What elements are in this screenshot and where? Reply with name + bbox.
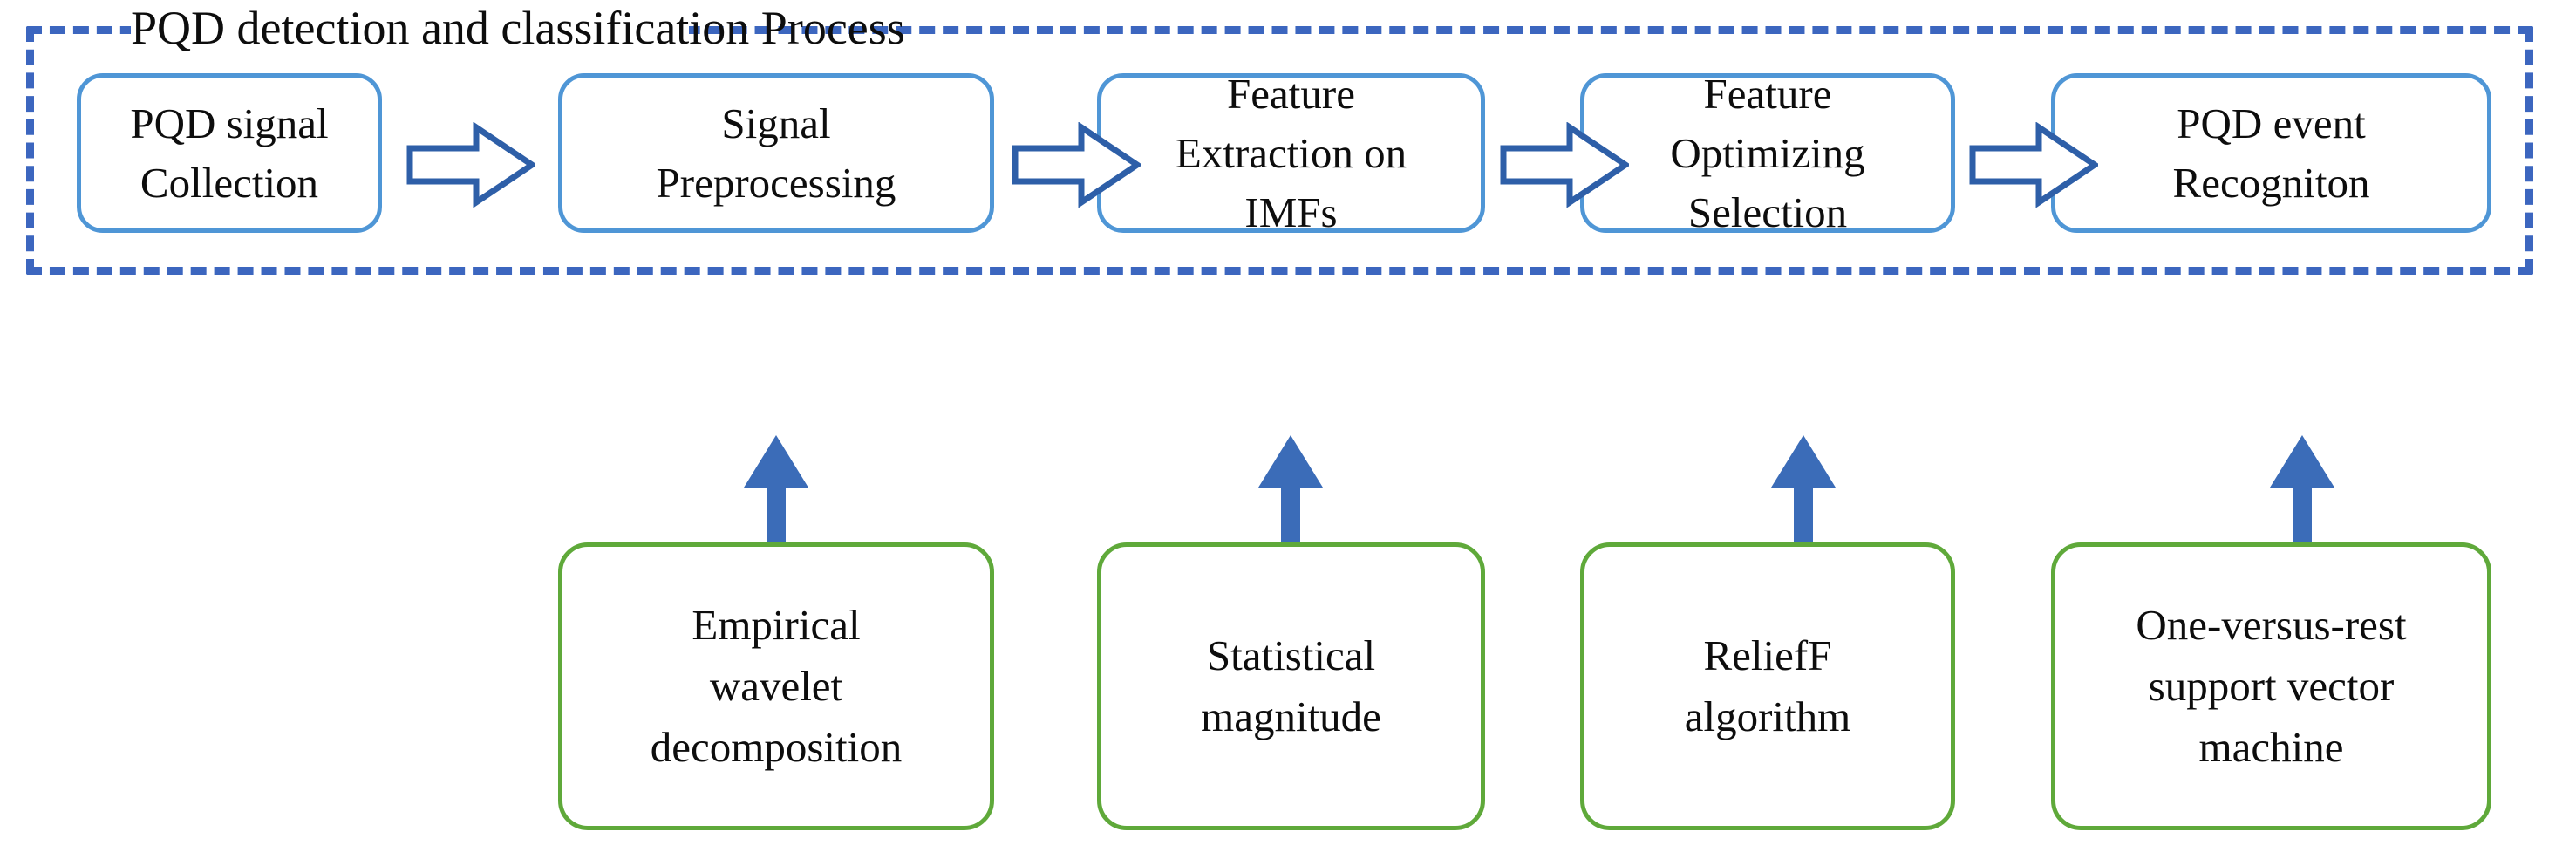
process-box-feature-extraction-on-imfs[interactable]: Feature Extraction on IMFs (1097, 70, 1485, 236)
method-box-one-versus-rest-support-vector-machine[interactable]: One-versus-rest support vector machine (2051, 542, 2491, 830)
process-box-line: PQD event (2177, 99, 2366, 147)
method-box-line: machine (2198, 723, 2344, 771)
up-arrow-ewd-to-preprocessing-icon (742, 433, 810, 547)
method-box-line: Statistical (1206, 631, 1376, 679)
process-box-line: Feature (1703, 69, 1832, 118)
chevron-arrow-1-to-2-icon (406, 122, 535, 208)
method-box-line: ReliefF (1703, 631, 1832, 679)
method-box-line: algorithm (1684, 692, 1851, 740)
method-box-line: One-versus-rest (2136, 601, 2407, 649)
pqd-process-frame (26, 26, 2533, 275)
chevron-arrow-2-to-3-icon (1012, 122, 1141, 208)
process-box-line: Extraction on (1175, 128, 1407, 177)
frame-title: PQD detection and classification Process (131, 2, 905, 54)
up-arrow-svm-to-recognition-icon (2268, 433, 2336, 547)
up-arrow-relieff-to-optimizing-icon (1769, 433, 1837, 547)
frame-title-mask (131, 7, 689, 52)
process-box-pqd-event-recogniton[interactable]: PQD event Recogniton (2051, 73, 2491, 233)
chevron-arrow-3-to-4-icon (1500, 122, 1629, 208)
method-box-line: magnitude (1201, 692, 1381, 740)
process-box-line: Feature (1227, 69, 1355, 118)
process-box-signal-preprocessing[interactable]: Signal Preprocessing (558, 73, 994, 233)
chevron-arrow-4-to-5-icon (1969, 122, 2098, 208)
process-box-line: PQD signal (130, 99, 329, 147)
process-box-line: Preprocessing (656, 158, 896, 207)
process-box-line: Selection (1687, 188, 1848, 236)
method-box-statistical-magnitude[interactable]: Statistical magnitude (1097, 542, 1485, 830)
process-box-line: Recogniton (2172, 158, 2370, 207)
method-box-line: support vector (2148, 662, 2395, 710)
method-box-empirical-wavelet-decomposition[interactable]: Empirical wavelet decomposition (558, 542, 994, 830)
process-box-feature-optimizing-selection[interactable]: Feature Optimizing Selection (1580, 70, 1955, 236)
method-box-relieff-algorithm[interactable]: ReliefF algorithm (1580, 542, 1955, 830)
up-arrow-statistical-to-extraction-icon (1257, 433, 1325, 547)
process-box-line: Optimizing (1670, 128, 1865, 177)
process-box-pqd-signal-collection[interactable]: PQD signal Collection (77, 73, 382, 233)
process-box-line: Collection (140, 158, 319, 207)
method-box-line: wavelet (709, 662, 843, 710)
method-box-line: decomposition (650, 723, 903, 771)
process-box-line: IMFs (1244, 188, 1338, 236)
process-box-line: Signal (721, 99, 831, 147)
method-box-line: Empirical (692, 601, 861, 649)
